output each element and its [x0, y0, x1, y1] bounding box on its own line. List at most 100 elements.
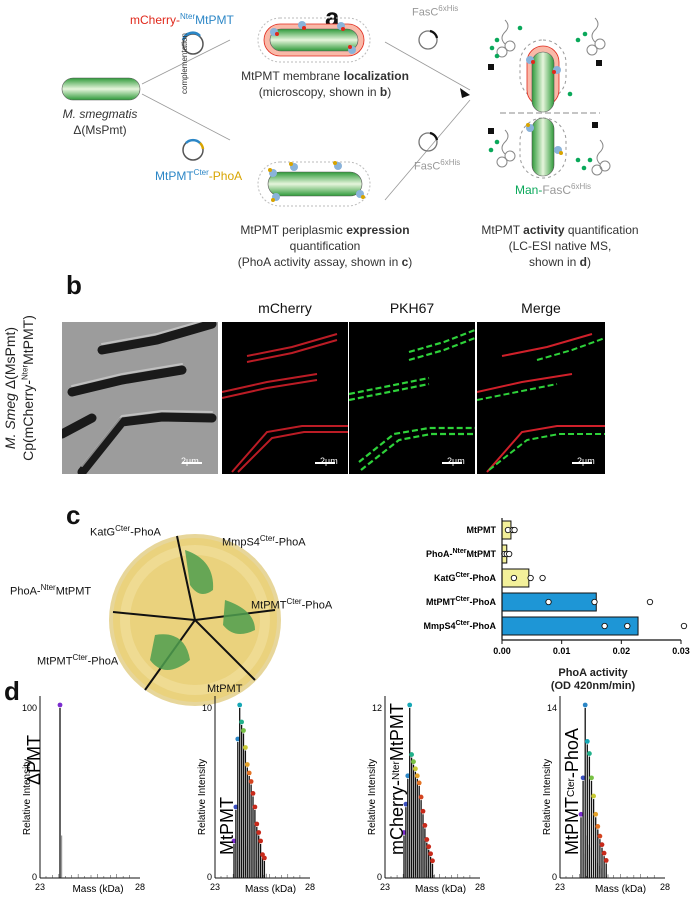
ms-peak-marker	[582, 702, 588, 708]
phoa-point	[601, 622, 608, 630]
phoa-point	[624, 622, 631, 630]
phoa-point	[527, 574, 534, 582]
ms-peak-marker	[424, 837, 430, 842]
ms-x-max-label: 28	[475, 882, 485, 892]
phoa-point	[539, 574, 546, 582]
ms-x-max-label: 28	[135, 882, 145, 892]
phoa-plate	[109, 534, 281, 706]
localization-cell	[269, 28, 359, 52]
ms-peak-marker	[418, 794, 424, 800]
ms-y-label: Relative Intensity	[367, 759, 378, 835]
fasc-plasmid-top-icon	[418, 30, 438, 50]
ms-y-max-label: 10	[202, 703, 212, 713]
phoa-x-tick-label: 0.02	[613, 646, 631, 656]
ms-peak-marker	[246, 770, 252, 776]
ms-peak-marker	[420, 808, 426, 814]
ms-peak-marker	[237, 702, 243, 708]
fasc-plasmid-bottom-icon	[418, 132, 438, 152]
ms-x-min-label: 23	[380, 882, 390, 892]
complementation-label: complementation	[180, 33, 189, 94]
ms-x-min-label: 23	[35, 882, 45, 892]
activity-cell-bottom	[531, 117, 555, 177]
plate-label-phoa-nter: PhoA-NterMtPMT	[10, 583, 92, 598]
ms-y-zero-label: 0	[552, 872, 557, 882]
ms-peak-marker	[409, 752, 414, 757]
phoa-point	[506, 550, 513, 558]
ms-y-max-label: 14	[547, 703, 557, 713]
title-pkh67: PKH67	[389, 300, 435, 316]
micro-mcherry	[222, 322, 348, 474]
ms-peak-marker	[603, 858, 609, 863]
strain-genotype: Δ(MsPmt)	[73, 123, 127, 138]
ms-peak-marker	[241, 728, 246, 733]
ms-y-zero-label: 0	[207, 872, 212, 882]
phoa-category-label: MtPMT	[467, 525, 497, 535]
strain-name: M. smegmatis	[62, 107, 138, 121]
micro-brightfield	[62, 322, 218, 474]
panel-b-letter: b	[66, 270, 82, 300]
ms-peak-marker	[426, 844, 432, 850]
plate-label-mtpmt: MtPMT	[207, 683, 243, 695]
ms-y-label: Relative Intensity	[22, 759, 33, 835]
micro-pkh67	[349, 322, 475, 474]
man-fasc-label: Man-FasC6xHis	[515, 182, 592, 197]
ms-peak-marker	[244, 762, 250, 767]
ms-x-label: Mass (kDa)	[245, 884, 296, 895]
ms-peak-marker	[422, 823, 428, 828]
ms-peak-marker	[57, 702, 63, 708]
strain-label: M. smegmatis Δ(MsPmt)	[45, 106, 155, 138]
ms-peak-marker	[254, 821, 260, 827]
ms-peak-marker	[407, 702, 413, 708]
ms-title: MtPMTCter-PhoA	[562, 728, 582, 855]
ms-peak-marker	[252, 804, 258, 810]
phoa-point	[646, 598, 654, 606]
phoa-category-label: KatGCter-PhoA	[434, 572, 497, 583]
plate-label-mmps4: MmpS4Cter-PhoA	[222, 534, 306, 549]
phoa-activity-chart: MtPMTPhoA-NterMtPMTKatGCter-PhoAMtPMTCte…	[423, 518, 690, 656]
plate-label-mtpmt-cter-right: MtPMTCter-PhoA	[251, 597, 333, 612]
fasc-top-label: FasC6xHis	[412, 4, 459, 19]
scale-bar-2: 2µm	[320, 456, 338, 466]
ms-x-min-label: 23	[210, 882, 220, 892]
ms-peak-marker	[262, 855, 267, 861]
scale-bar-4: 2µm	[577, 456, 595, 466]
ms-peak-marker	[248, 779, 254, 784]
phoa-point	[591, 598, 598, 606]
phoa-category-label: MmpS4Cter-PhoA	[423, 620, 496, 631]
ms-peak-marker	[584, 739, 590, 744]
localization-caption: MtPMT membrane localization (microscopy,…	[241, 69, 409, 100]
plate-label-mtpmt-cter-bottom: MtPMTCter-PhoA	[37, 653, 119, 668]
phoa-bar	[501, 616, 639, 636]
ms-x-max-label: 28	[660, 882, 670, 892]
ms-y-max-label: 12	[372, 703, 382, 713]
scale-bar-1: 2µm	[181, 456, 199, 466]
ms-x-label: Mass (kDa)	[595, 884, 646, 895]
ms-peak-marker	[599, 842, 605, 848]
panel-c-letter: c	[66, 500, 81, 530]
phoa-x-tick-label: 0.03	[672, 646, 690, 656]
plasmid-mcherry-icon	[182, 33, 204, 55]
ms-peak-marker	[416, 780, 422, 786]
ms-peak-marker	[428, 851, 433, 857]
plasmid1-label: mCherry-NterMtPMT	[130, 12, 234, 27]
ms-peak-marker	[401, 830, 407, 835]
ms-title: ΔPMT	[24, 735, 44, 785]
plasmid2-label: MtPMTCter-PhoA	[155, 168, 243, 183]
ms-y-label: Relative Intensity	[197, 759, 208, 835]
scale-bar-3: 2µm	[447, 456, 465, 466]
phoa-x-tick-label: 0.01	[553, 646, 571, 656]
plate-label-katg: KatGCter-PhoA	[90, 524, 161, 539]
ms-peak-marker	[587, 751, 592, 756]
phoa-x-tick-label: 0.00	[493, 646, 511, 656]
ms-peak-marker	[403, 801, 409, 807]
ms-peak-marker	[589, 775, 594, 781]
ms-peak-marker	[580, 775, 586, 781]
ms-x-max-label: 28	[305, 882, 315, 892]
bacterium-cell	[61, 77, 141, 101]
fasc-bottom-label: FasC6xHis	[414, 158, 461, 173]
ms-peak-marker	[411, 759, 416, 765]
ms-peak-marker	[233, 804, 239, 810]
ms-peak-marker	[239, 719, 245, 725]
ms-peak-marker	[231, 838, 237, 844]
